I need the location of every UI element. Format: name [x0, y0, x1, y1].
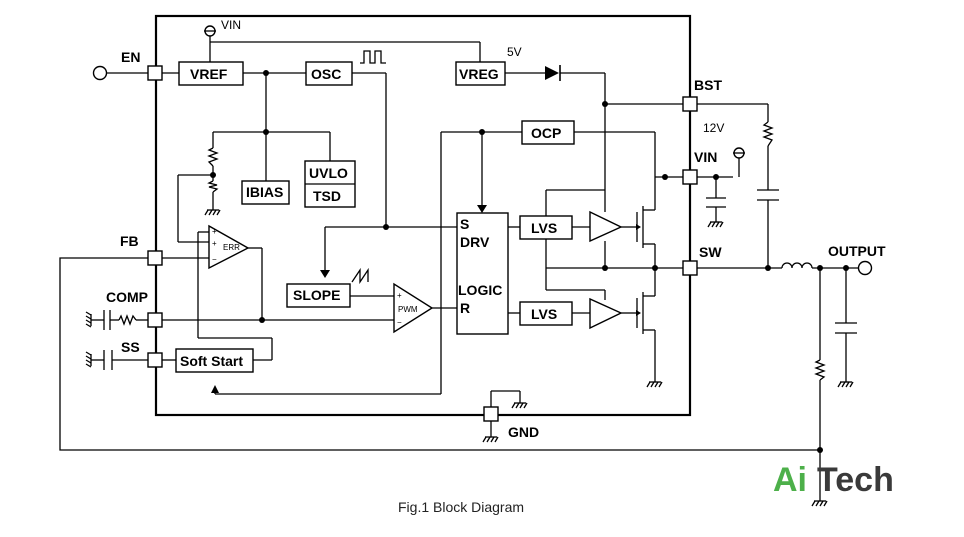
buffer-bottom: [589, 297, 623, 330]
buffer-top: [589, 210, 623, 243]
resistor-output: [814, 359, 826, 381]
vreg-label: VREG: [459, 66, 499, 82]
ibias-label: IBIAS: [246, 184, 283, 200]
vreg-block: [455, 61, 506, 86]
r-label: R: [460, 300, 470, 316]
osc-block: [305, 61, 353, 86]
lvs-bottom-label: LVS: [531, 306, 557, 322]
soft-start-label: Soft Start: [180, 353, 243, 369]
comp-pin-label: COMP: [106, 289, 148, 305]
ocp-block: [521, 120, 575, 145]
pwm-plus: +: [397, 291, 402, 300]
capacitors: [103, 189, 857, 370]
slope-block: [286, 283, 351, 308]
osc-label: OSC: [311, 66, 341, 82]
fb-pin-label: FB: [120, 233, 139, 249]
lvs-top-label: LVS: [531, 220, 557, 236]
diode: [545, 65, 561, 81]
pwm-minus: −: [397, 318, 402, 327]
ground-symbols: [85, 209, 854, 507]
output-label: OUTPUT: [828, 243, 886, 259]
vin-pin-label: VIN: [694, 149, 717, 165]
resistor-comp: [118, 314, 137, 326]
output-terminal: [857, 260, 873, 276]
clock-waveform-icon: [360, 50, 386, 64]
lvs-top-block: [519, 215, 573, 240]
en-terminal: [92, 65, 108, 81]
resistor-bottom: [207, 180, 219, 193]
logic-label: LOGIC: [458, 282, 502, 298]
err-minus: −: [212, 255, 217, 264]
vref-label: VREF: [190, 66, 228, 82]
junction-dots: [210, 70, 849, 453]
12v-label: 12V: [703, 121, 724, 135]
vref-block: [178, 61, 244, 86]
svg-text:Ai: Ai: [773, 461, 807, 499]
ramp-waveform-icon: [351, 267, 369, 285]
gnd-pin-label: GND: [508, 424, 539, 440]
pin-squares: [147, 65, 698, 422]
s-label: S: [460, 216, 469, 232]
err-plus1: +: [212, 227, 217, 236]
svg-text:Tech: Tech: [817, 461, 894, 499]
drv-logic-block: [456, 212, 509, 335]
bst-pin-label: BST: [694, 77, 722, 93]
vin-top-label: VIN: [221, 18, 241, 32]
figure-caption: Fig.1 Block Diagram: [398, 499, 524, 515]
sw-pin-label: SW: [699, 244, 722, 260]
pwm-comparator: [393, 282, 434, 334]
slope-label: SLOPE: [293, 287, 340, 303]
pwm-label: PWM: [398, 305, 418, 314]
error-amplifier: [208, 224, 250, 270]
en-pin-label: EN: [121, 49, 140, 65]
soft-start-block: [175, 348, 254, 373]
arrows: [211, 205, 641, 393]
ibias-block: [241, 180, 290, 205]
5v-label: 5V: [507, 45, 522, 59]
drv-label: DRV: [460, 234, 490, 250]
err-label: ERR: [223, 243, 240, 252]
ocp-label: OCP: [531, 125, 561, 141]
lvs-bottom-block: [519, 301, 573, 326]
uvlo-label: UVLO: [309, 165, 348, 181]
resistor-top: [207, 147, 219, 167]
ic-boundary: [154, 14, 692, 417]
resistor-bst: [762, 121, 774, 147]
tsd-label: TSD: [313, 188, 341, 204]
aitech-logo: Ai Tech: [773, 461, 894, 499]
resistors: [118, 121, 826, 381]
err-plus2: +: [212, 239, 217, 248]
inductor: [781, 262, 813, 269]
ss-pin-label: SS: [121, 339, 140, 355]
